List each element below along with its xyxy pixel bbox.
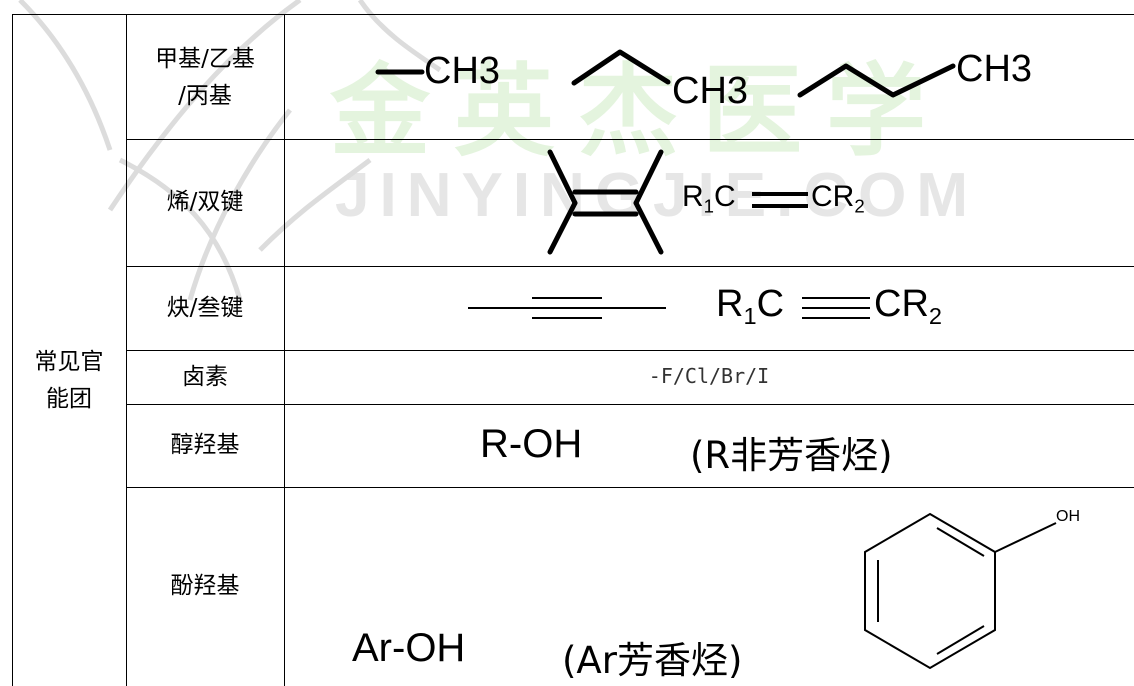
alkene-formula-left: R1C [682,180,736,218]
alkene-formula-right: CR2 [811,180,865,218]
alkene-sub-2: 2 [854,195,865,217]
row-name-halogen: 卤素 [182,363,228,390]
row-name-alkyl: 甲基/乙基 /丙基 [126,30,284,126]
alcohol-formula: R-OH [480,422,583,466]
alkyne-c: C [756,283,785,325]
alkyne-formula-left: R1C [716,283,784,330]
ethyl-ch3-text: CH3 [672,70,749,112]
propyl-ch3: CH3 [956,48,1032,91]
watermark-chinese: 金英杰医学 [330,53,950,170]
alkene-cr: CR [811,180,855,213]
row-name-alkene: 烯/双键 [166,189,244,216]
methyl-ch3: CH3 [424,50,500,93]
alkyne-cr: CR [874,283,929,325]
alcohol-note: (R非芳香烃) [690,434,893,477]
row-name-alkyl-line-1: 甲基/乙基 [155,46,255,73]
phenol-oh-label: OH [1056,508,1080,525]
alkene-c: C [714,180,736,213]
alkyne-sub-2: 2 [928,303,942,330]
row-name-alcohol: 醇羟基 [170,432,240,459]
alkene-sub-1: 1 [703,195,715,217]
phenol-formula: Ar-OH [352,626,466,670]
category-cell: 常见官 能团 [12,336,126,426]
row-name-phenol: 酚羟基 [170,573,240,600]
row-name-alkyl-line-2: /丙基 [178,83,232,109]
alkene-r: R [682,180,704,213]
methyl-ch3-text: CH3 [424,50,501,92]
row-name-alkyne: 炔/叁键 [166,294,244,321]
category-label-line-1: 常见官 [34,349,104,376]
phenol-note: (Ar芳香烃) [562,639,743,682]
halogen-list: -F/Cl/Br/I [648,364,770,388]
alkyne-sub-1: 1 [743,303,757,330]
category-label-line-2: 能团 [46,386,92,412]
alkyne-r: R [716,283,744,325]
alkyne-formula-right: CR2 [874,283,942,330]
ethyl-ch3: CH3 [672,70,748,113]
propyl-ch3-text: CH3 [956,48,1033,90]
